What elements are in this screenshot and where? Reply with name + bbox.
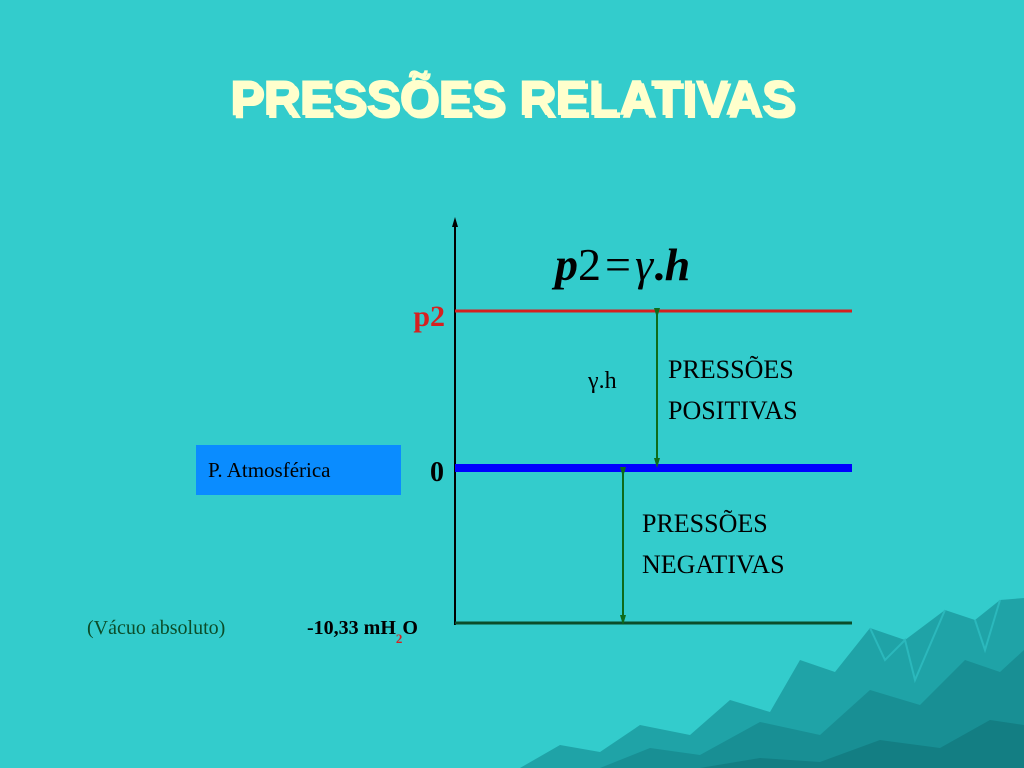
page-title-shadow: PRESSÕES RELATIVAS bbox=[233, 72, 798, 129]
negative-pressure-label-line2: NEGATIVAS bbox=[642, 550, 785, 579]
formula-dot: . bbox=[653, 239, 665, 290]
zero-label: 0 bbox=[430, 457, 444, 488]
formula-p: p bbox=[551, 239, 578, 290]
vacuum-absolute-label: (Vácuo absoluto) bbox=[87, 617, 225, 639]
mountains-decoration bbox=[520, 598, 1024, 768]
formula-two: 2 bbox=[578, 239, 601, 290]
gamma-h-label: γ.h bbox=[587, 368, 617, 394]
formula-h: h bbox=[665, 239, 691, 290]
formula-gamma: γ bbox=[635, 239, 655, 290]
positive-pressure-label-line1: PRESSÕES bbox=[668, 355, 794, 384]
atmospheric-pressure-box: P. Atmosférica bbox=[196, 445, 401, 495]
vacuum-level-label: -10,33 mH2O bbox=[307, 617, 418, 646]
negative-pressure-label-line1: PRESSÕES bbox=[642, 509, 768, 538]
page-title: PRESSÕES RELATIVAS bbox=[230, 69, 795, 126]
atmospheric-pressure-label: P. Atmosférica bbox=[208, 458, 331, 482]
formula: p2=γ.h bbox=[551, 239, 690, 290]
positive-pressure-label-line2: POSITIVAS bbox=[668, 396, 798, 425]
formula-equals: = bbox=[605, 239, 631, 290]
p2-label: p2 bbox=[413, 300, 445, 333]
